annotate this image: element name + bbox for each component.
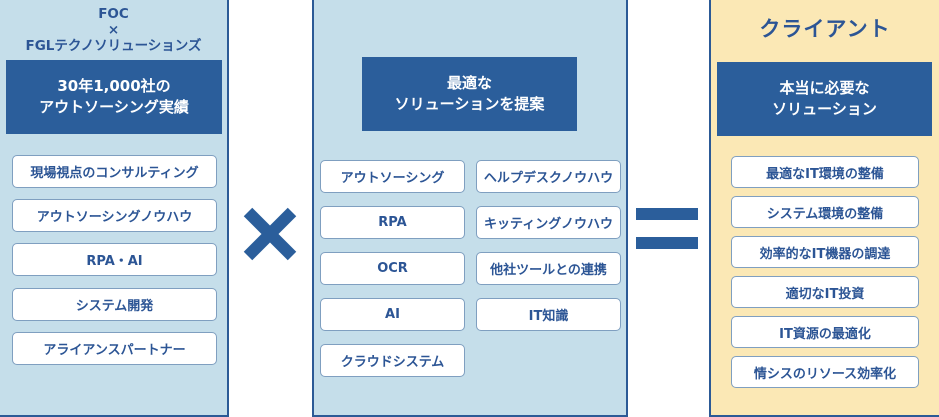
middle-item: RPA: [320, 206, 465, 239]
middle-item: IT知識: [476, 298, 621, 331]
middle-header: 最適な ソリューションを提案: [362, 57, 577, 131]
left-item: システム開発: [12, 288, 217, 321]
middle-panel: 最適な ソリューションを提案 アウトソーシング RPA OCR AI クラウドシ…: [312, 0, 628, 417]
left-item: RPA・AI: [12, 243, 217, 276]
right-item: システム環境の整備: [731, 196, 919, 228]
right-header-line2: ソリューション: [772, 100, 877, 118]
left-header-line2: アウトソーシング実績: [39, 98, 189, 116]
title-line-cross: ×: [107, 22, 120, 38]
left-header-line1: 30年1,000社の: [57, 77, 171, 95]
title-line-fgl: FGLテクノソリューションズ: [25, 38, 202, 54]
right-header: 本当に必要な ソリューション: [717, 62, 932, 136]
left-panel: FOC × FGLテクノソリューションズ 30年1,000社の アウトソーシング…: [0, 0, 229, 417]
right-panel-title: クライアント: [759, 17, 891, 41]
middle-header-line2: ソリューションを提案: [394, 95, 545, 113]
right-item: 最適なIT環境の整備: [731, 156, 919, 188]
left-item: アライアンスパートナー: [12, 332, 217, 365]
right-item: 適切なIT投資: [731, 276, 919, 308]
right-panel: クライアント 本当に必要な ソリューション 最適なIT環境の整備 システム環境の…: [709, 0, 939, 417]
middle-item: アウトソーシング: [320, 160, 465, 193]
left-item: 現場視点のコンサルティング: [12, 155, 217, 188]
middle-item: 他社ツールとの連携: [476, 252, 621, 285]
middle-item: ヘルプデスクノウハウ: [476, 160, 621, 193]
right-item: IT資源の最適化: [731, 316, 919, 348]
middle-item: OCR: [320, 252, 465, 285]
equals-icon: [636, 208, 698, 249]
left-item: アウトソーシングノウハウ: [12, 199, 217, 232]
left-header: 30年1,000社の アウトソーシング実績: [6, 60, 222, 134]
multiply-icon: [243, 207, 297, 261]
left-panel-title: FOC × FGLテクノソリューションズ: [0, 6, 227, 54]
middle-item: AI: [320, 298, 465, 331]
middle-item: クラウドシステム: [320, 344, 465, 377]
middle-item: キッティングノウハウ: [476, 206, 621, 239]
middle-header-line1: 最適な: [446, 74, 492, 92]
right-item: 情シスのリソース効率化: [731, 356, 919, 388]
right-header-line1: 本当に必要な: [779, 79, 870, 97]
right-item: 効率的なIT機器の調達: [731, 236, 919, 268]
title-line-foc: FOC: [98, 6, 129, 22]
